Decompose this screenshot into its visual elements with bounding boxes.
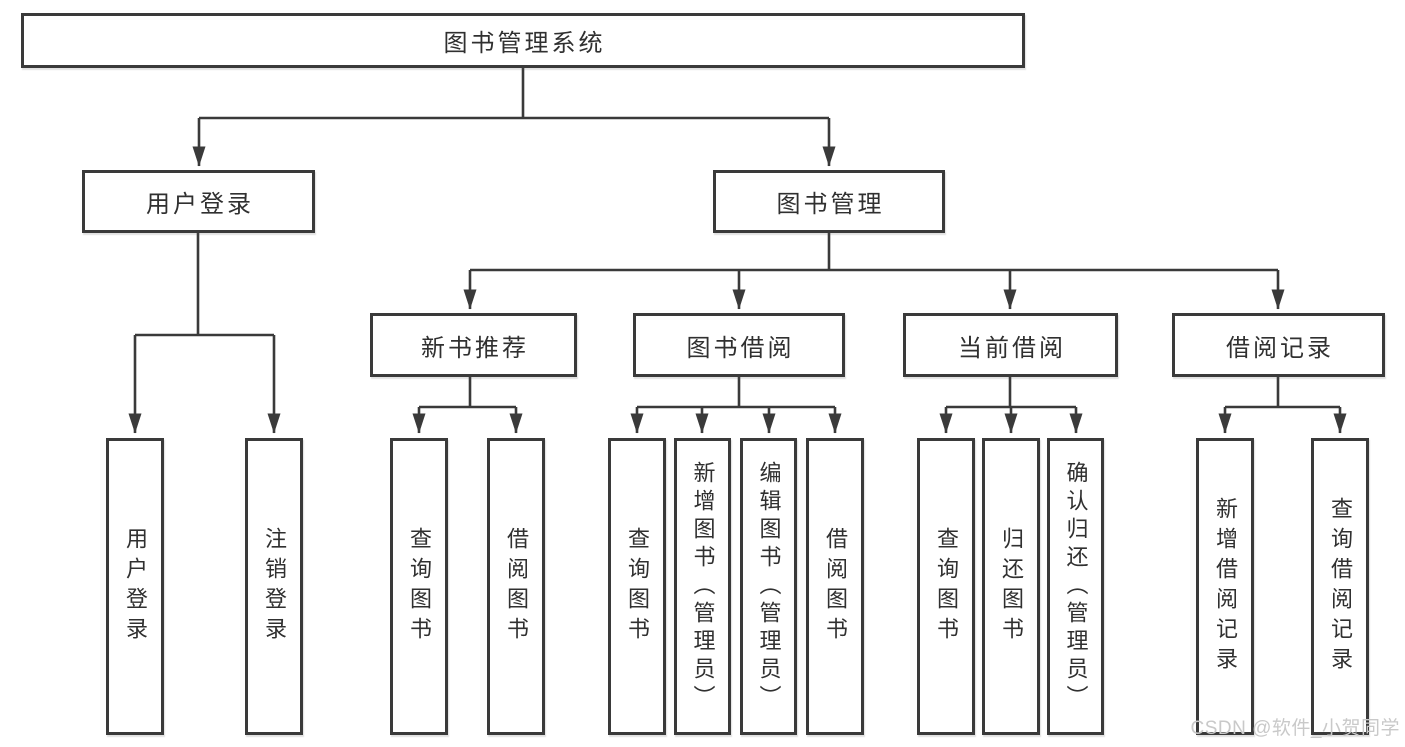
leaf-borrow-books: 借阅图书 bbox=[806, 438, 864, 735]
connector-bookmgmt-split bbox=[470, 233, 1278, 272]
leaf-edit-book-admin: 编辑图书（管理员） bbox=[740, 438, 797, 735]
node-book-management: 图书管理 bbox=[713, 170, 945, 233]
leaf-user-login: 用户登录 bbox=[106, 438, 164, 735]
leaf-query-books-recommend: 查询图书 bbox=[390, 438, 448, 735]
node-current-borrow: 当前借阅 bbox=[903, 313, 1118, 377]
leaf-query-books-current: 查询图书 bbox=[917, 438, 975, 735]
connector-newbook-split bbox=[419, 377, 516, 409]
connector-borrowrecords-split bbox=[1225, 377, 1340, 409]
connector-userlogin-split bbox=[135, 233, 274, 337]
leaf-confirm-return-admin: 确认归还（管理员） bbox=[1047, 438, 1104, 735]
leaf-add-borrow-record: 新增借阅记录 bbox=[1196, 438, 1254, 735]
connector-root-split bbox=[199, 68, 829, 120]
node-user-login-branch: 用户登录 bbox=[82, 170, 315, 233]
leaf-query-borrow-record: 查询借阅记录 bbox=[1311, 438, 1369, 735]
leaf-logout: 注销登录 bbox=[245, 438, 303, 735]
node-root-system: 图书管理系统 bbox=[21, 13, 1025, 68]
connector-currentborrow-split bbox=[946, 377, 1076, 409]
connector-bookborrow-split bbox=[637, 377, 835, 409]
node-new-book-recommend: 新书推荐 bbox=[370, 313, 577, 377]
leaf-borrow-books-recommend: 借阅图书 bbox=[487, 438, 545, 735]
node-borrow-records: 借阅记录 bbox=[1172, 313, 1385, 377]
leaf-query-books-borrow: 查询图书 bbox=[608, 438, 666, 735]
leaf-return-book: 归还图书 bbox=[982, 438, 1040, 735]
csdn-watermark: CSDN @软件_小贺同学 bbox=[1190, 718, 1400, 739]
leaf-add-book-admin: 新增图书（管理员） bbox=[674, 438, 731, 735]
node-book-borrow: 图书借阅 bbox=[633, 313, 845, 377]
